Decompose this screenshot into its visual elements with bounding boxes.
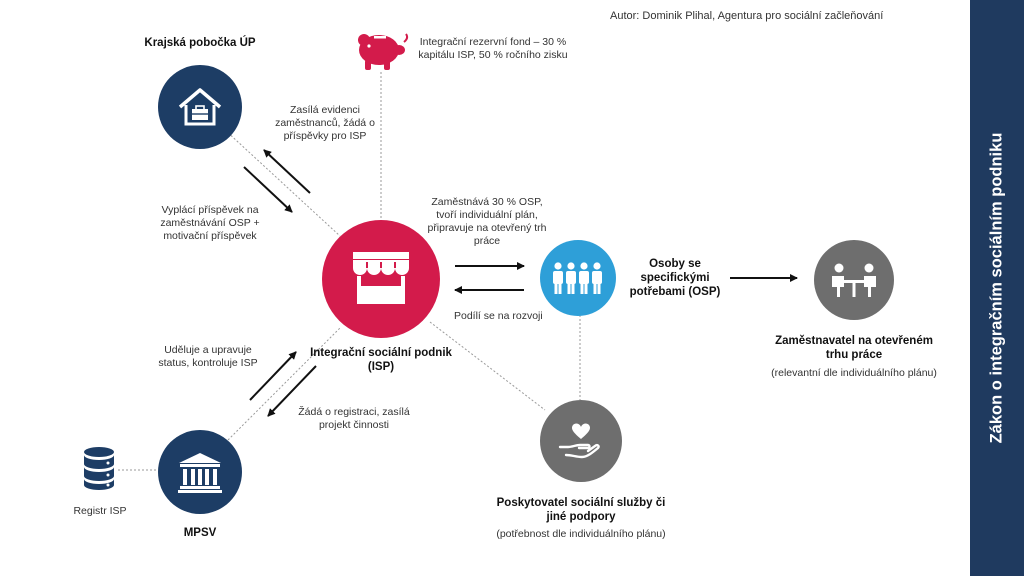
employer-title: Zaměstnavatel na otevřeném trhu práce (775, 335, 933, 361)
side-title: Zákon o integračním sociálním podniku (987, 132, 1006, 444)
up-node (158, 65, 242, 149)
osp-node (540, 240, 616, 316)
meeting-table-icon (832, 263, 876, 297)
flow-mpsv-to-isp-label: Uděluje a upravuje status, kontroluje IS… (158, 344, 258, 369)
flow-isp-to-osp-label: Zaměstnává 30 % OSP, tvoří individuální … (427, 196, 547, 247)
provider-node (540, 400, 622, 482)
arrow-isp-to-up (263, 149, 311, 194)
hand-heart-icon (558, 423, 600, 459)
flow-isp-to-mpsv-label: Žádá o registraci, zasílá projekt činnos… (298, 406, 410, 431)
arrow-up-to-isp (243, 166, 293, 213)
link-isp-provider (429, 321, 546, 411)
flow-isp-to-up-label: Zasílá evidenci zaměstnanců, žádá o přís… (275, 104, 375, 142)
fund-label: Integrační rezervní fond – 30 % kapitálu… (418, 36, 568, 61)
database-icon (84, 447, 114, 490)
up-title: Krajská pobočka ÚP (144, 37, 256, 49)
mpsv-node (158, 430, 242, 514)
provider-title: Poskytovatel sociální služby či jiné pod… (496, 497, 666, 523)
flow-up-to-isp-label: Vyplácí příspěvek na zaměstnávání OSP + … (160, 204, 260, 242)
house-briefcase-icon (178, 88, 222, 126)
registry-label: Registr ISP (73, 505, 127, 517)
people-group-icon (553, 262, 602, 294)
title-sidebar: Zákon o integračním sociálním podniku (970, 0, 1024, 576)
isp-title: Integrační sociální podnik (ISP) (310, 347, 452, 373)
osp-title: Osoby se specifickými potřebami (OSP) (629, 258, 721, 298)
government-building-icon (178, 453, 222, 493)
arrow-mpsv-to-isp (249, 351, 297, 401)
employer-node (814, 240, 894, 320)
market-stall-icon (353, 252, 409, 304)
employer-note: (relevantní dle individuálního plánu) (771, 367, 937, 379)
arrow-isp-to-mpsv (267, 365, 317, 417)
author-credit: Autor: Dominik Plihal, Agentura pro soci… (610, 10, 884, 22)
provider-note: (potřebnost dle individuálního plánu) (496, 528, 666, 540)
mpsv-title: MPSV (183, 527, 217, 539)
piggy-bank-icon (358, 33, 409, 70)
flow-osp-to-isp-label: Podílí se na rozvoji (454, 310, 543, 322)
isp-node (322, 220, 440, 338)
